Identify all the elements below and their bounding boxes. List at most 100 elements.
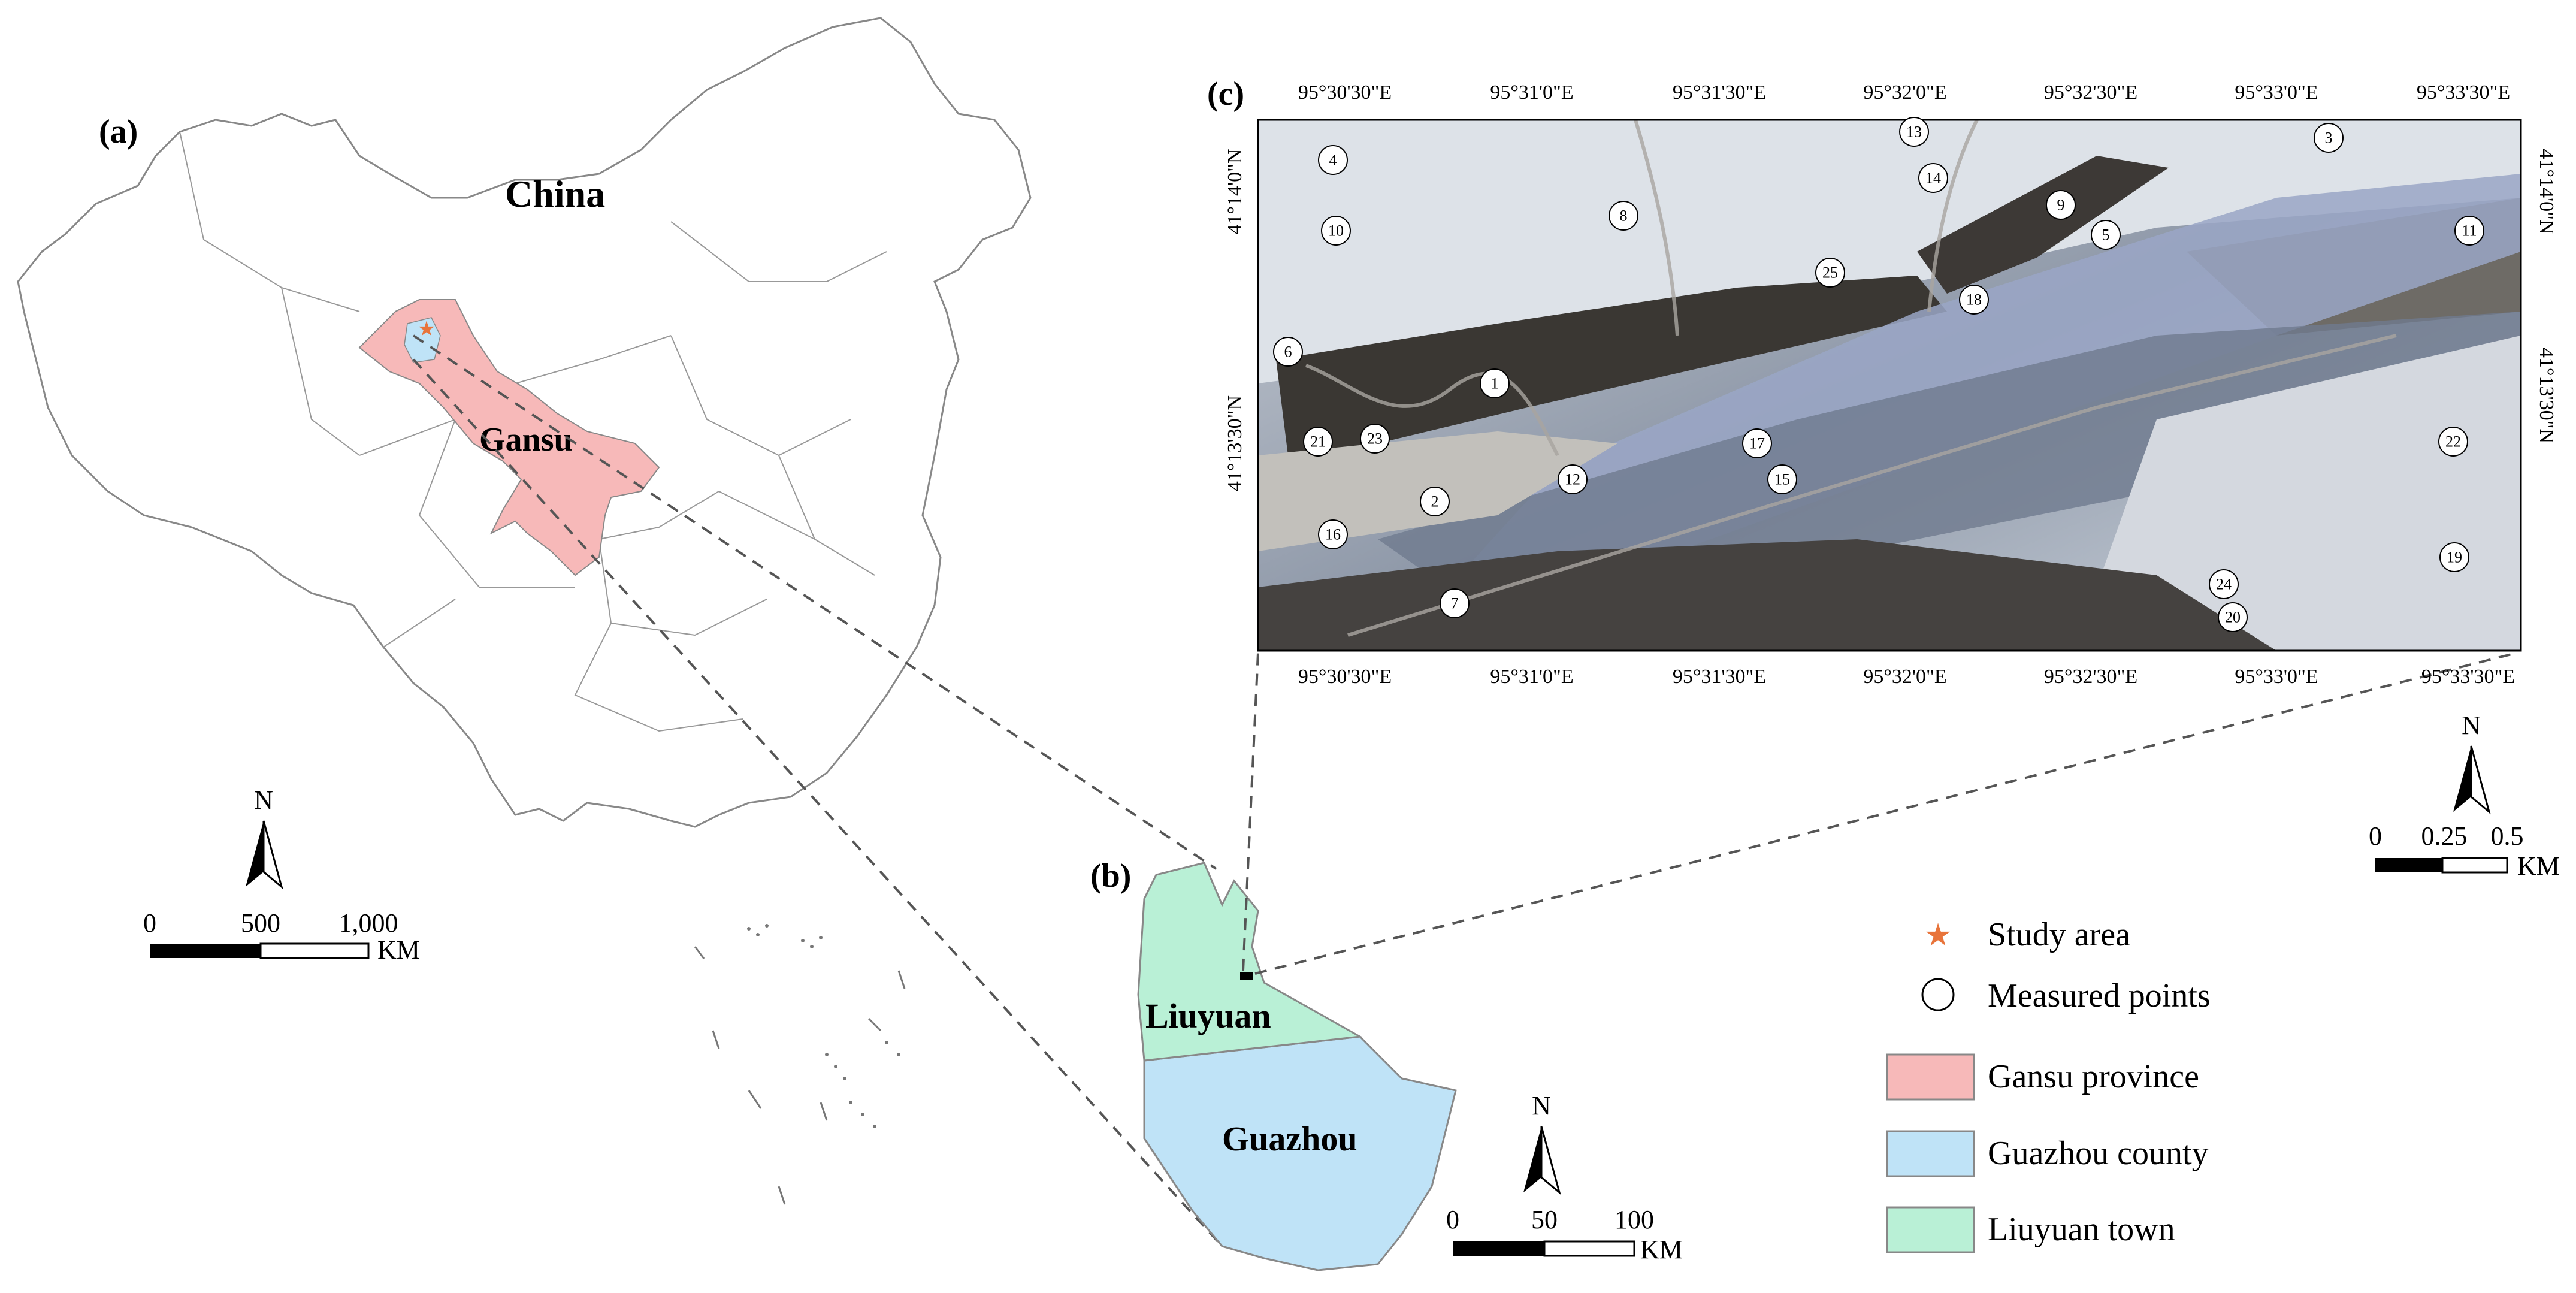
svg-text:8: 8 <box>1620 207 1628 225</box>
legend-liuyuan-town: Liuyuan town <box>1886 1206 2175 1253</box>
svg-text:23: 23 <box>1367 430 1383 448</box>
svg-text:41°14'0"N: 41°14'0"N <box>1224 149 1246 234</box>
svg-text:21: 21 <box>1310 433 1326 451</box>
point-22: 22 <box>2438 427 2468 457</box>
star-icon: ★ <box>1924 919 1952 953</box>
svg-text:95°31'30"E: 95°31'30"E <box>1673 81 1766 104</box>
svg-text:13: 13 <box>1906 123 1922 141</box>
svg-text:6: 6 <box>1284 343 1292 361</box>
svg-text:95°33'0"E: 95°33'0"E <box>2235 81 2318 104</box>
svg-text:10: 10 <box>1328 222 1344 240</box>
svg-text:0.25: 0.25 <box>2421 821 2468 851</box>
svg-text:4: 4 <box>1329 152 1337 169</box>
scale-bar-a: 0 500 1,000 KM <box>143 908 420 965</box>
svg-text:0: 0 <box>1446 1205 1459 1234</box>
point-7: 7 <box>1440 588 1470 618</box>
bottom-lon-labels: 95°30'30"E 95°31'0"E 95°31'30"E 95°32'0"… <box>1298 666 2515 688</box>
svg-text:Study area: Study area <box>1988 916 2130 953</box>
svg-text:Liuyuan town: Liuyuan town <box>1988 1211 2175 1248</box>
svg-text:11: 11 <box>2462 222 2477 240</box>
svg-text:9: 9 <box>2057 197 2065 214</box>
point-9: 9 <box>2046 190 2076 220</box>
panel-b-tag: (b) <box>1090 857 1131 895</box>
svg-text:100: 100 <box>1614 1205 1654 1234</box>
china-label: China <box>505 173 605 215</box>
svg-text:24: 24 <box>2216 576 2232 593</box>
scale-bar-c: 0 0.25 0.5 KM <box>2369 821 2560 881</box>
point-14: 14 <box>1918 163 1948 193</box>
panel-c-tag: (c) <box>1207 75 1244 113</box>
satellite-frame <box>1257 119 2522 652</box>
guazhou-label: Guazhou <box>1222 1119 1357 1158</box>
svg-text:22: 22 <box>2445 433 2461 451</box>
legend-study-area: ★ Study area <box>1924 916 2130 953</box>
svg-text:2: 2 <box>1431 493 1439 510</box>
point-23: 23 <box>1360 424 1390 454</box>
svg-text:95°32'0"E: 95°32'0"E <box>1863 81 1946 104</box>
point-13: 13 <box>1899 117 1929 147</box>
liuyuan-town <box>1137 862 1363 1062</box>
panel-c: (c) <box>1207 75 2560 881</box>
svg-text:Gansu province: Gansu province <box>1988 1058 2199 1095</box>
legend: ★ Study area Measured points Gansu provi… <box>1886 916 2211 1253</box>
svg-text:7: 7 <box>1451 595 1459 612</box>
panel-a: (a) ★ China Gansu <box>17 17 1032 1205</box>
legend-guazhou-county: Guazhou county <box>1886 1130 2209 1177</box>
gansu-province <box>358 299 660 576</box>
gansu-swatch <box>1886 1053 1975 1101</box>
svg-text:18: 18 <box>1966 291 1982 309</box>
gansu-label: Gansu <box>479 421 573 458</box>
svg-text:95°33'30"E: 95°33'30"E <box>2417 81 2510 104</box>
point-3: 3 <box>2314 123 2344 153</box>
point-15: 15 <box>1767 464 1797 494</box>
point-1: 1 <box>1480 368 1510 398</box>
svg-text:500: 500 <box>241 908 280 938</box>
scale-bar-b: 0 50 100 KM <box>1446 1205 1683 1264</box>
svg-text:KM: KM <box>2517 851 2560 881</box>
left-lat-labels: 41°14'0"N 41°13'30"N <box>1224 149 1246 491</box>
svg-text:25: 25 <box>1822 264 1838 282</box>
point-17: 17 <box>1742 428 1772 458</box>
svg-text:95°31'30"E: 95°31'30"E <box>1673 666 1766 688</box>
point-19: 19 <box>2439 542 2469 572</box>
point-2: 2 <box>1420 487 1450 516</box>
svg-text:41°13'30"N: 41°13'30"N <box>1224 395 1246 491</box>
point-16: 16 <box>1318 519 1348 549</box>
guazhou-county-mini <box>404 317 441 363</box>
svg-text:95°31'0"E: 95°31'0"E <box>1490 81 1573 104</box>
guazhou-county <box>1143 1035 1457 1271</box>
svg-text:16: 16 <box>1325 526 1341 543</box>
svg-text:N: N <box>2462 711 2481 740</box>
svg-text:95°33'30"E: 95°33'30"E <box>2421 666 2515 688</box>
svg-text:N: N <box>254 786 273 815</box>
svg-text:95°32'0"E: 95°32'0"E <box>1863 666 1946 688</box>
point-21: 21 <box>1303 427 1333 457</box>
north-arrow-c: N <box>2453 711 2491 815</box>
panel-a-tag: (a) <box>99 113 138 150</box>
point-20: 20 <box>2218 602 2248 632</box>
svg-text:95°33'0"E: 95°33'0"E <box>2235 666 2318 688</box>
svg-text:1: 1 <box>1491 375 1499 392</box>
svg-text:0.5: 0.5 <box>2491 821 2524 851</box>
svg-text:Guazhou county: Guazhou county <box>1988 1135 2209 1172</box>
connector-b-to-c <box>1242 652 2517 975</box>
svg-text:20: 20 <box>2225 609 2241 626</box>
legend-gansu-province: Gansu province <box>1886 1053 2199 1101</box>
south-china-sea-islands <box>694 946 906 1205</box>
svg-text:95°31'0"E: 95°31'0"E <box>1490 666 1573 688</box>
svg-text:KM: KM <box>1640 1235 1683 1264</box>
point-11: 11 <box>2454 216 2484 246</box>
panel-b: (b) Liuyuan Guazhou N 0 50 100 KM <box>1090 857 1683 1271</box>
svg-text:50: 50 <box>1531 1205 1558 1234</box>
satellite-image <box>1258 120 2521 651</box>
svg-text:95°30'30"E: 95°30'30"E <box>1298 666 1392 688</box>
svg-text:95°32'30"E: 95°32'30"E <box>2044 666 2137 688</box>
point-6: 6 <box>1273 337 1303 367</box>
liuyuan-label: Liuyuan <box>1145 996 1271 1035</box>
right-lat-labels: 41°14'0"N 41°13'30"N <box>2535 149 2557 443</box>
guazhou-swatch <box>1886 1130 1975 1177</box>
point-18: 18 <box>1959 285 1989 315</box>
liuyuan-swatch <box>1886 1206 1975 1253</box>
svg-text:KM: KM <box>377 935 420 965</box>
top-lon-labels: 95°30'30"E 95°31'0"E 95°31'30"E 95°32'0"… <box>1298 81 2510 104</box>
